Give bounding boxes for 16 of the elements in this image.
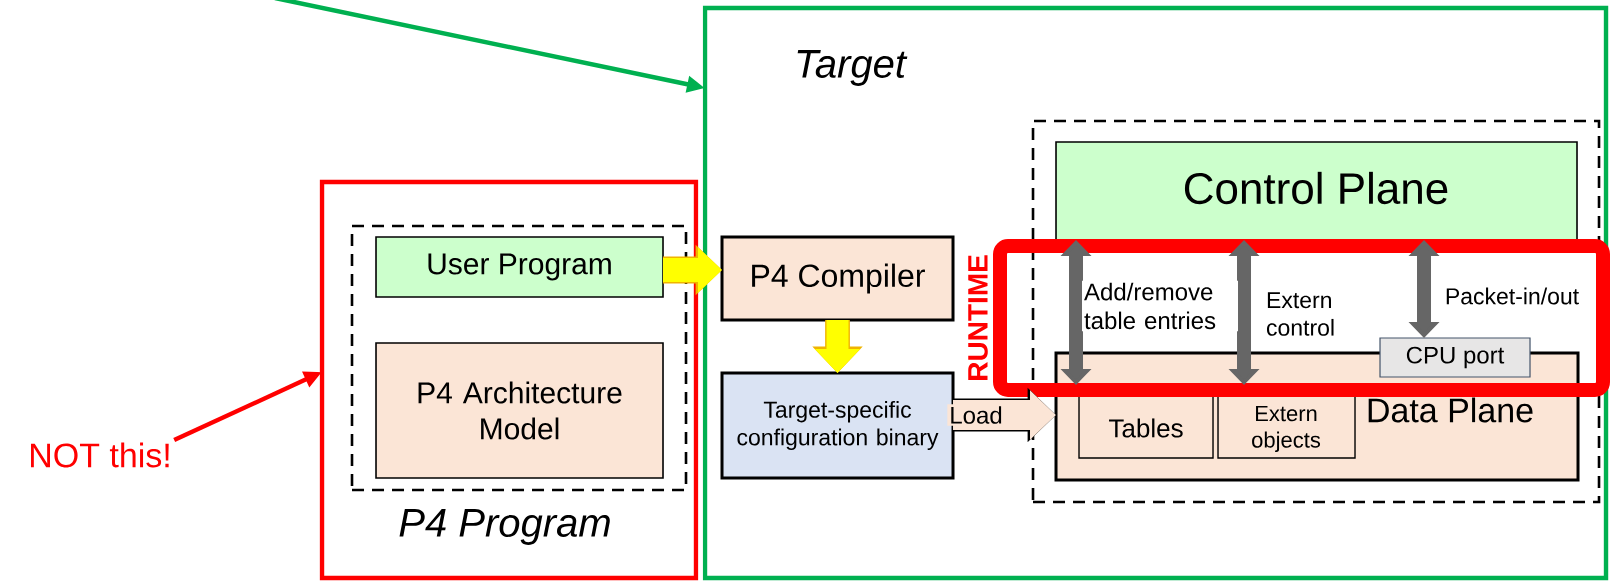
process-box: User Program bbox=[375, 236, 664, 298]
port-box: CPU port bbox=[1379, 337, 1531, 378]
dashed-frame bbox=[350, 224, 688, 492]
edge-label: Packet-in/out bbox=[1442, 285, 1582, 307]
note-text: NOT this! bbox=[31, 442, 169, 468]
edge-label: Load bbox=[947, 404, 1005, 426]
edge-label: Add/remove table entries bbox=[1082, 280, 1238, 332]
frame-label: RUNTIME bbox=[968, 255, 988, 380]
double-arrow bbox=[1408, 240, 1440, 338]
double-arrow bbox=[1228, 240, 1260, 385]
control-plane-box: Control Plane bbox=[1055, 141, 1578, 241]
process-box: P4 Architecture Model bbox=[375, 342, 664, 479]
compiler-box: P4 Compiler bbox=[720, 235, 955, 322]
double-arrow bbox=[1060, 240, 1092, 385]
dashed-frame bbox=[1031, 119, 1601, 504]
edge-label: Extern control bbox=[1264, 290, 1348, 338]
